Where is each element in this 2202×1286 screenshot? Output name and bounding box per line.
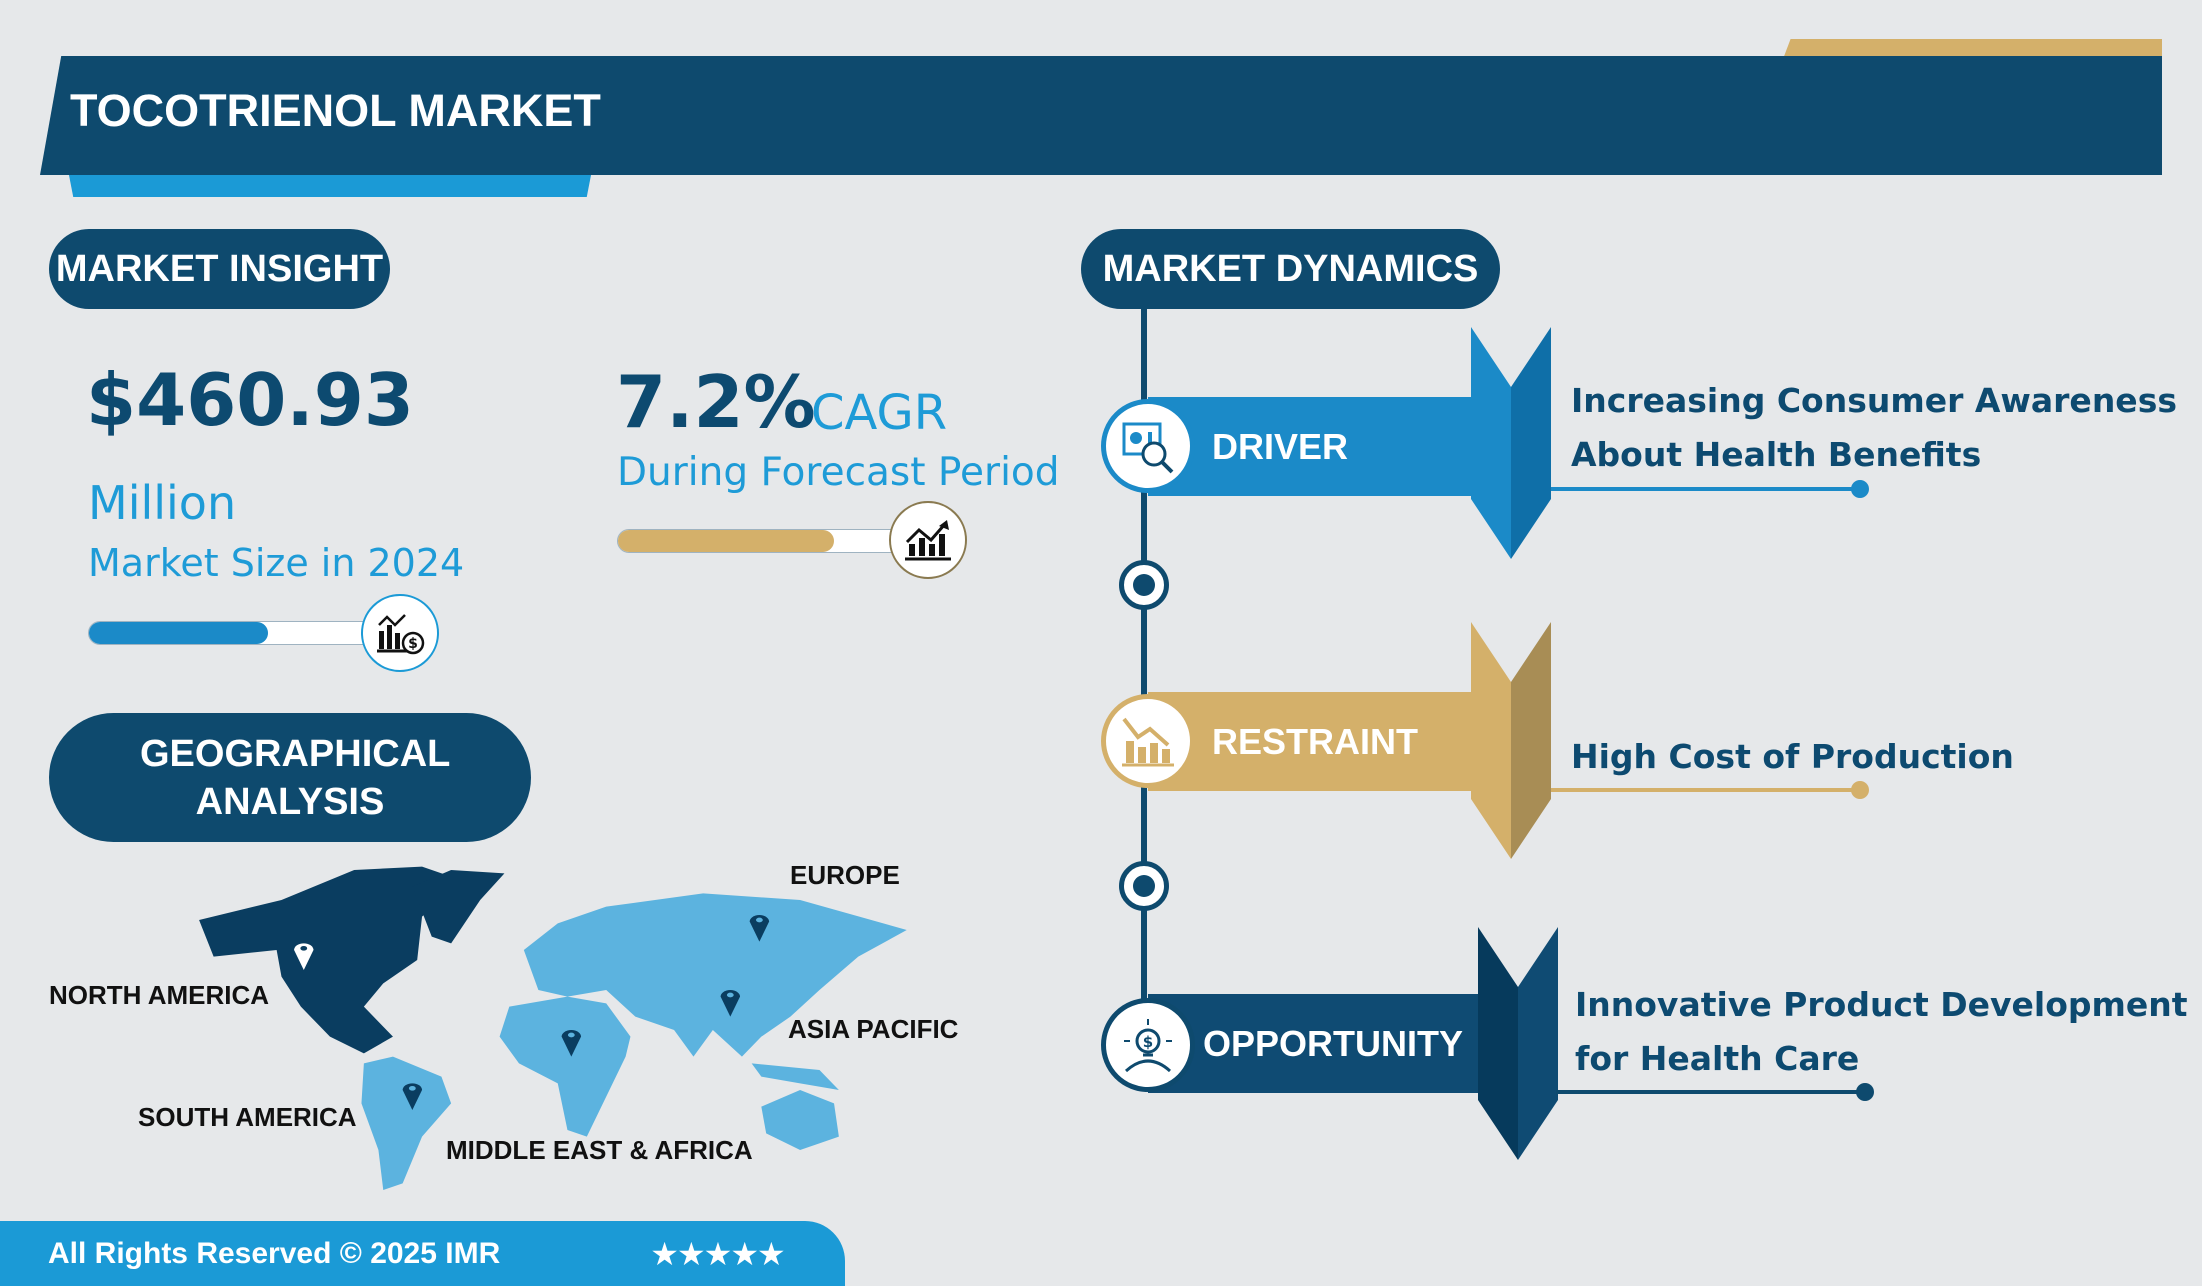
market-size-unit: Million — [88, 476, 237, 530]
header-bar — [40, 56, 2162, 175]
location-pin-icon — [294, 943, 314, 970]
copyright-text: All Rights Reserved © 2025 IMR — [48, 1236, 501, 1270]
opportunity-underline — [1556, 1083, 1874, 1101]
opportunity-chevron — [1478, 927, 1558, 1160]
market-insight-label: MARKET INSIGHT — [49, 229, 390, 309]
opportunity-description: Innovative Product Development for Health… — [1575, 978, 2188, 1086]
cagr-bar — [617, 529, 907, 553]
restraint-description: High Cost of Production — [1571, 730, 2014, 784]
restraint-description-line1: High Cost of Production — [1571, 737, 2014, 776]
region-label-middle-east-africa: MIDDLE EAST & AFRICA — [446, 1135, 753, 1165]
cagr-label: CAGR — [811, 385, 948, 441]
se-asia-islands-shape — [751, 1063, 839, 1090]
region-label-north-america: NORTH AMERICA — [49, 980, 270, 1010]
declining-chart-icon — [1122, 717, 1174, 767]
footer-bar: All Rights Reserved © 2025 IMR ★★★★★ — [0, 1221, 845, 1286]
geographical-analysis-label: GEOGRAPHICAL ANALYSIS — [49, 713, 531, 842]
region-label-south-america: SOUTH AMERICA — [138, 1102, 357, 1132]
driver-description-line2: About Health Benefits — [1571, 435, 1982, 474]
opportunity-label: OPPORTUNITY — [1203, 1022, 1464, 1064]
eurasia-shape — [523, 893, 907, 1057]
chart-dollar-icon: $ — [361, 594, 439, 672]
timeline-node — [1119, 560, 1169, 610]
page-title: TOCOTRIENOL MARKET — [70, 85, 601, 136]
restraint-banner: RESTRAINT — [1148, 692, 1478, 791]
region-label-europe: EUROPE — [790, 860, 900, 890]
location-pin-icon — [402, 1083, 423, 1110]
cagr-caption: During Forecast Period — [617, 450, 1060, 495]
idea-dollar-icon: $ — [1124, 1019, 1172, 1073]
growth-chart-icon — [889, 501, 967, 579]
opportunity-banner: OPPORTUNITY — [1148, 994, 1478, 1093]
header-gold-accent — [1783, 39, 2162, 59]
market-size-caption: Market Size in 2024 — [88, 541, 465, 585]
opportunity-description-line2: for Health Care — [1575, 1039, 1860, 1078]
restraint-icon-circle — [1101, 694, 1195, 788]
analytics-magnifier-icon — [1122, 422, 1174, 474]
svg-text:$: $ — [408, 636, 418, 652]
opportunity-description-line1: Innovative Product Development — [1575, 985, 2188, 1024]
north-america-shape — [199, 866, 461, 1054]
driver-chevron — [1471, 327, 1551, 559]
cagr-value: 7.2% — [616, 360, 816, 444]
driver-description-line1: Increasing Consumer Awareness — [1571, 381, 2177, 420]
restraint-chevron — [1471, 622, 1551, 859]
market-size-bar — [88, 621, 388, 645]
market-dynamics-label: MARKET DYNAMICS — [1081, 229, 1500, 309]
africa-shape — [499, 996, 631, 1137]
greenland-shape — [412, 870, 505, 944]
driver-banner: DRIVER — [1148, 397, 1478, 496]
opportunity-icon-circle: $ — [1101, 998, 1195, 1092]
cagr-bar-fill — [618, 530, 834, 552]
rating-stars-icon: ★★★★★ — [650, 1234, 785, 1273]
driver-underline — [1551, 480, 1869, 498]
timeline-line — [1141, 300, 1147, 1000]
australia-shape — [761, 1090, 839, 1150]
timeline-node — [1119, 861, 1169, 911]
location-pin-icon — [749, 915, 770, 942]
geographical-analysis-text: GEOGRAPHICAL ANALYSIS — [140, 732, 451, 823]
market-size-value: $460.93 — [86, 358, 414, 442]
south-america-shape — [361, 1056, 452, 1190]
location-pin-icon — [561, 1030, 582, 1057]
location-pin-icon — [720, 990, 740, 1017]
restraint-underline — [1551, 781, 1869, 799]
driver-icon-circle — [1101, 399, 1195, 493]
restraint-label: RESTRAINT — [1212, 720, 1418, 762]
driver-label: DRIVER — [1212, 425, 1349, 467]
market-size-bar-fill — [89, 622, 268, 644]
region-label-asia-pacific: ASIA PACIFIC — [788, 1014, 959, 1044]
svg-text:$: $ — [1143, 1033, 1153, 1051]
world-map — [199, 866, 907, 1190]
